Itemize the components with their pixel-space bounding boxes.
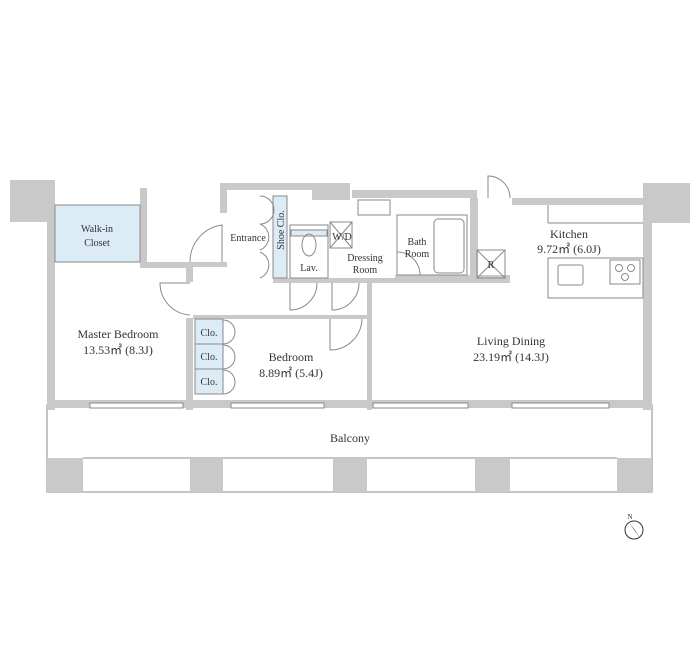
bath-room-label-1: Bath <box>408 237 427 248</box>
living-dining-label: Living Dining <box>477 334 545 348</box>
walk-in-closet-label-1: Walk-in <box>81 224 113 235</box>
living-dining-area: 23.19㎡ (14.3J) <box>473 350 549 364</box>
closet-1 <box>194 318 224 345</box>
closet-label-3: Clo. <box>201 377 218 388</box>
closet-label-1: Clo. <box>201 328 218 339</box>
closet-3 <box>194 368 224 395</box>
closet-label-2: Clo. <box>201 352 218 363</box>
compass-label: N <box>627 513 632 521</box>
shoe-closet <box>272 195 288 279</box>
balcony-label: Balcony <box>330 431 370 445</box>
bath-room-label-2: Room <box>405 249 430 260</box>
shoe-closet-label: Shoe Clo. <box>276 210 287 249</box>
washer-dryer-label: W/D <box>332 232 351 243</box>
master-bedroom-area: 13.53㎡ (8.3J) <box>83 343 153 357</box>
north-compass-icon: N <box>624 513 644 540</box>
bedroom-label: Bedroom <box>269 350 314 364</box>
windows <box>89 402 610 409</box>
refrigerator-label: R <box>488 260 495 271</box>
kitchen-label: Kitchen <box>550 227 588 241</box>
master-bedroom-label: Master Bedroom <box>78 327 160 341</box>
entrance-label: Entrance <box>230 233 266 244</box>
dressing-room-label-2: Room <box>353 265 378 276</box>
walk-in-closet <box>54 204 141 263</box>
bedroom-area: 8.89㎡ (5.4J) <box>259 366 323 380</box>
kitchen-area: 9.72㎡ (6.0J) <box>537 242 601 256</box>
walls <box>10 180 690 410</box>
doors <box>159 175 511 395</box>
balcony-pillars <box>47 458 652 492</box>
dressing-room-label-1: Dressing <box>347 253 383 264</box>
lavatory-label: Lav. <box>300 263 317 274</box>
walk-in-closet-label-2: Closet <box>84 238 110 249</box>
fixtures <box>289 199 644 299</box>
